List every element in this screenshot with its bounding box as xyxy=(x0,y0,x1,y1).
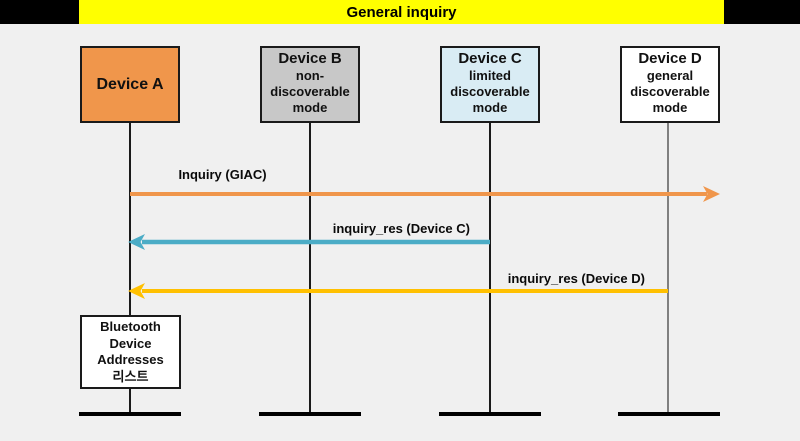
result-box-line-4: 리스트 xyxy=(112,368,149,384)
arrow-inquiry-res-c xyxy=(128,234,490,250)
device-d-name: Device D xyxy=(638,50,702,67)
arrow-inquiry-res-d-head xyxy=(128,283,145,299)
result-box-line-3: Addresses xyxy=(97,352,164,367)
device-c-mode: limited discoverable mode xyxy=(450,68,530,115)
result-box-line-1: Bluetooth xyxy=(100,319,161,334)
device-box-c: Device C limited discoverable mode xyxy=(440,46,540,123)
device-b-name: Device B xyxy=(278,50,342,67)
arrow-inquiry-giac xyxy=(130,186,720,202)
message-label-inquiry-res-c: inquiry_res (Device C) xyxy=(332,221,470,236)
device-a-name: Device A xyxy=(96,76,164,93)
device-d-mode: general discoverable mode xyxy=(630,68,710,115)
title-band: General inquiry xyxy=(0,0,800,24)
diagram-title: General inquiry xyxy=(79,0,724,24)
message-label-inquiry-giac: Inquiry (GIAC) xyxy=(178,167,267,182)
result-box-line-2: Device xyxy=(109,335,152,351)
arrow-inquiry-res-c-head xyxy=(128,234,145,250)
device-box-b: Device B non-discoverable mode xyxy=(260,46,360,123)
device-box-a: Device A xyxy=(80,46,180,123)
device-c-name: Device C xyxy=(458,50,522,67)
arrow-inquiry-giac-head xyxy=(703,186,720,202)
lifelines xyxy=(129,121,669,414)
message-label-inquiry-res-d: inquiry_res (Device D) xyxy=(507,271,645,286)
device-box-d: Device D general discoverable mode xyxy=(620,46,720,123)
bluetooth-address-list-box: Bluetooth Device Addresses 리스트 xyxy=(80,315,181,389)
arrow-inquiry-res-d xyxy=(128,283,668,299)
device-b-mode: non-discoverable mode xyxy=(270,68,350,115)
